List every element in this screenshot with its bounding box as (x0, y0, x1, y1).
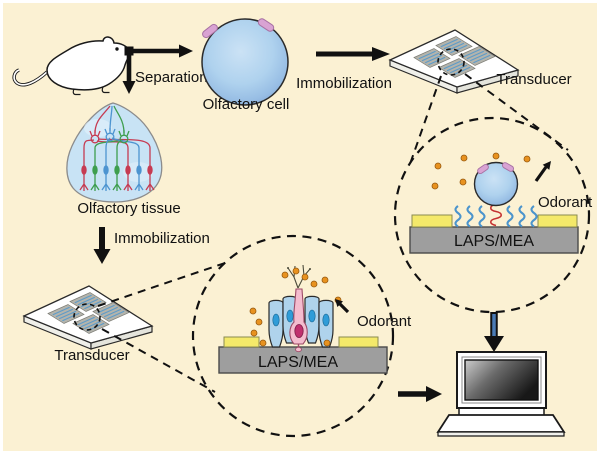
electrode-pad (223, 336, 260, 348)
olfactory-cell-label: Olfactory cell (203, 96, 290, 113)
zoom-connector-lines (97, 73, 569, 393)
immobilization-cell-label: Immobilization (296, 75, 392, 92)
signal-arrow-down (484, 312, 504, 352)
tether-coil (489, 203, 503, 227)
laps-mea-substrate-tissue (218, 346, 388, 374)
chip-zoom-circle (437, 48, 465, 76)
transducer-tissue-label: Transducer (54, 347, 129, 364)
electrode-pad (537, 214, 578, 228)
immobilized-cell (473, 161, 519, 207)
transducer-chip-cell (390, 30, 518, 93)
electrode-pad (411, 214, 453, 228)
zoom-circle-tissue (191, 234, 395, 438)
membrane-protein (202, 23, 218, 39)
chip-zoom-circle (73, 303, 101, 331)
olfactory-cell-illustration (201, 18, 289, 106)
zoom-circle-cell (393, 116, 591, 314)
laps-mea-cell-label: LAPS/MEA (454, 233, 534, 250)
odorant-dots-cell (431, 152, 531, 190)
odorant-arrow-cell (534, 161, 551, 182)
laps-mea-substrate-cell (409, 226, 579, 254)
odorant-dots-tissue (249, 267, 342, 347)
mouse-illustration (12, 36, 131, 96)
olfactory-neurons (79, 105, 155, 191)
signal-arrow-right (398, 386, 442, 402)
transducer-chip-tissue (24, 286, 152, 349)
immobilization-arrow-cell (316, 47, 390, 61)
separation-label: Separation (135, 69, 208, 86)
membrane-protein (477, 163, 489, 175)
odorant-arrow-tissue (335, 299, 350, 314)
computer-illustration (436, 351, 566, 437)
membrane-protein (257, 18, 275, 32)
immobilization-arrow-tissue (93, 227, 111, 264)
odorant-cell-label: Odorant (538, 194, 593, 211)
membrane-protein (501, 162, 515, 172)
mouse-eye (115, 47, 119, 51)
separation-arrows (122, 44, 193, 94)
magnified-view-tissue: LAPS/MEA Odorant (191, 234, 412, 438)
laps-mea-tissue-label: LAPS/MEA (258, 354, 338, 371)
mouse-body (46, 36, 131, 91)
magnified-view-cell: LAPS/MEA Odorant (393, 116, 593, 314)
olfactory-tissue-illustration (66, 102, 163, 203)
computer-base (436, 414, 566, 433)
immobilization-tissue-label: Immobilization (114, 230, 210, 247)
neuron-nucleus (294, 324, 304, 338)
olfactory-tissue-label: Olfactory tissue (77, 200, 180, 217)
odorant-tissue-label: Odorant (357, 313, 412, 330)
receptor-neuron (287, 264, 311, 353)
monitor-screen (464, 359, 539, 401)
electrode-pad (338, 336, 379, 348)
transducer-cell-label: Transducer (496, 71, 571, 88)
